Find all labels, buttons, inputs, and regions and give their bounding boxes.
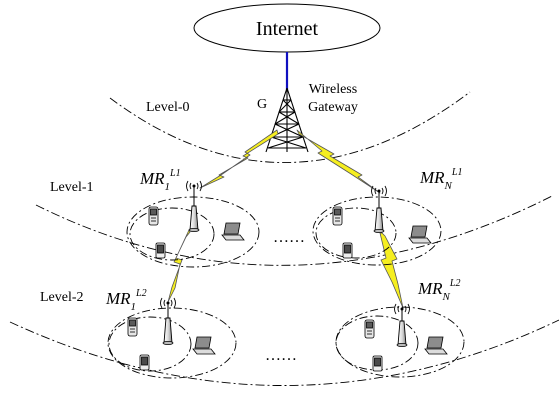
wireless-link-gw-mrn-l1 — [296, 129, 381, 194]
pda-icon — [342, 242, 353, 259]
cluster-mr1-l1-inner — [129, 207, 215, 261]
level-0-boundary — [109, 91, 471, 163]
wireless-link-mrn-l1-l2 — [379, 232, 404, 309]
level-2-boundary — [9, 319, 559, 386]
mobile-phone-icon — [127, 317, 138, 337]
router-label-mrn-l2: MRNL2 — [417, 278, 460, 303]
cluster-ellipses — [107, 196, 465, 379]
cluster-mrn-l1-inner — [315, 207, 397, 259]
ellipsis-level-1: …… — [273, 229, 305, 246]
laptop-icon — [192, 336, 216, 355]
internet-label: Internet — [256, 18, 319, 40]
antenna-icon — [160, 297, 176, 345]
router-label-mr1-l1: MR1L1 — [139, 168, 181, 193]
gateway-label-line1: Wireless — [309, 82, 357, 97]
router-label-mrn-l1: MRNL1 — [419, 167, 462, 192]
router-antennas — [160, 180, 410, 347]
mobile-phone-icon — [364, 319, 375, 339]
mobile-phone-icon — [148, 206, 159, 226]
level-1-label: Level-1 — [50, 180, 94, 195]
gateway-letter: G — [257, 97, 267, 112]
wireless-links — [167, 129, 404, 309]
pda-icon — [139, 354, 150, 371]
antenna-icon — [394, 303, 410, 347]
laptop-icon — [408, 225, 432, 244]
wireless-link-gw-mr1-l1 — [199, 129, 279, 189]
gateway-label-line2: Gateway — [308, 100, 358, 115]
laptop-icon — [221, 222, 245, 241]
antenna-icon — [371, 185, 387, 233]
router-label-mr1-l2: MR1L2 — [105, 288, 147, 313]
laptop-icon — [424, 336, 448, 355]
cluster-mr1-l2-outer — [107, 307, 237, 379]
level-0-label: Level-0 — [146, 100, 190, 115]
antenna-icon — [186, 180, 202, 232]
mobile-phone-icon — [332, 206, 343, 226]
level-1-boundary — [35, 195, 553, 266]
gateway-tower-icon — [265, 87, 309, 153]
cluster-mrn-l1-outer — [312, 196, 442, 266]
level-boundaries — [9, 91, 559, 386]
cluster-mr1-l2-inner — [108, 316, 192, 372]
ellipsis-level-2: …… — [265, 347, 297, 364]
cluster-mrn-l2-outer — [335, 306, 465, 378]
pda-icon — [372, 355, 383, 372]
level-2-label: Level-2 — [40, 290, 84, 305]
wireless-link-mr1-l1-l2 — [167, 229, 191, 303]
pda-icon — [155, 242, 166, 259]
client-devices — [127, 206, 448, 372]
cluster-mr1-l1-outer — [126, 196, 260, 268]
